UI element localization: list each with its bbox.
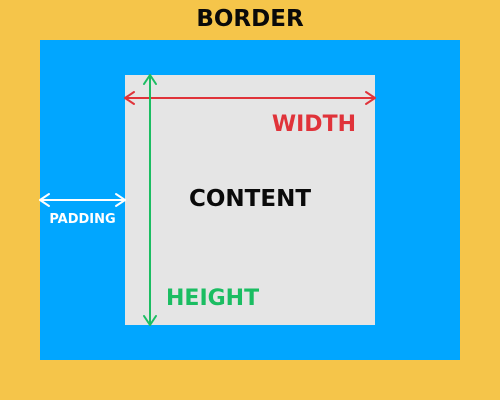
width-arrow (124, 91, 376, 105)
border-label: BORDER (196, 6, 304, 32)
padding-label: PADDING (49, 212, 116, 227)
content-label: CONTENT (188, 186, 312, 212)
padding-arrow (39, 193, 126, 207)
width-label: WIDTH (271, 112, 356, 137)
height-arrow (143, 74, 157, 326)
content-area (125, 75, 375, 325)
height-label: HEIGHT (166, 286, 260, 311)
